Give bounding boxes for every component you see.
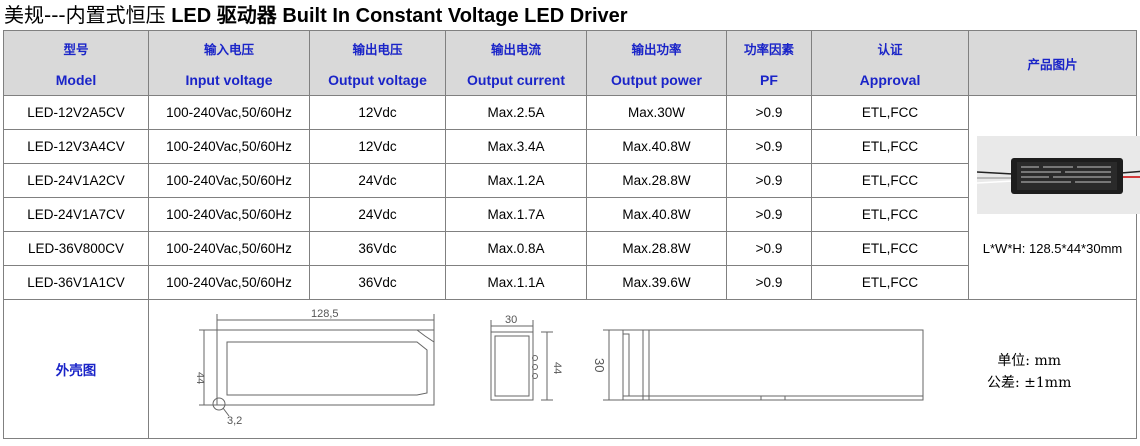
led-driver-photo [977, 136, 1140, 214]
cell-output-power: Max.28.8W [586, 231, 727, 266]
dim-side-width-label: 30 [505, 314, 517, 326]
cell-input-voltage: 100-240Vac,50/60Hz [148, 129, 310, 164]
unit-note: 单位: mm 公差: ±1mm [987, 350, 1071, 394]
cell-model: LED-36V800CV [3, 231, 149, 266]
cell-approval: ETL,FCC [811, 95, 969, 130]
tolerance-label: 公差: ±1mm [987, 375, 1072, 391]
drawing-row: 外壳图 [3, 299, 1137, 439]
cell-output-current: Max.0.8A [445, 231, 587, 266]
table-row: LED-12V2A5CV 100-240Vac,50/60Hz 12Vdc Ma… [3, 95, 1140, 300]
cell-output-current: Max.1.1A [445, 265, 587, 300]
dim-side-height-label: 44 [551, 362, 563, 374]
cell-output-power: Max.39.6W [586, 265, 727, 300]
cell-model: LED-36V1A1CV [3, 265, 149, 300]
cell-pf: >0.9 [726, 197, 812, 232]
cell-output-power: Max.40.8W [586, 197, 727, 232]
cell-approval: ETL,FCC [811, 129, 969, 164]
page-title: 美规---内置式恒压 LED 驱动器 Built In Constant Vol… [4, 2, 628, 28]
table-row: LED-24V1A7CV 100-240Vac,50/60Hz 24Vdc Ma… [3, 197, 1137, 232]
cell-output-voltage: 36Vdc [309, 231, 446, 266]
cell-input-voltage: 100-240Vac,50/60Hz [148, 197, 310, 232]
cell-approval: ETL,FCC [811, 197, 969, 232]
cell-output-voltage: 12Vdc [309, 129, 446, 164]
cell-output-voltage: 24Vdc [309, 197, 446, 232]
cell-input-voltage: 100-240Vac,50/60Hz [148, 231, 310, 266]
cell-output-current: Max.1.2A [445, 163, 587, 198]
cell-pf: >0.9 [726, 129, 812, 164]
product-photo-cell: L*W*H: 128.5*44*30mm [968, 95, 1140, 300]
cell-model: LED-24V1A2CV [3, 163, 149, 198]
cell-model: LED-12V3A4CV [3, 129, 149, 164]
dim-length-label: 128,5 [311, 308, 339, 320]
header-product-photo: 产品图片 [968, 30, 1137, 96]
table-row: LED-12V3A4CV 100-240Vac,50/60Hz 12Vdc Ma… [3, 129, 1137, 164]
cell-pf: >0.9 [726, 231, 812, 266]
table-row: LED-36V1A1CV 100-240Vac,50/60Hz 36Vdc Ma… [3, 265, 1137, 300]
dim-width-label: 44 [194, 372, 206, 384]
cell-output-current: Max.3.4A [445, 129, 587, 164]
cell-output-voltage: 12Vdc [309, 95, 446, 130]
cell-input-voltage: 100-240Vac,50/60Hz [148, 163, 310, 198]
shell-drawing-cell: 128,5 44 3,2 30 44 30 单位: mm 公差: ±1mm [148, 299, 1137, 439]
cell-pf: >0.9 [726, 95, 812, 130]
shell-drawing: 128,5 44 3,2 30 44 30 [194, 308, 924, 427]
dim-front-height-label: 30 [592, 358, 607, 372]
cell-output-power: Max.40.8W [586, 129, 727, 164]
cell-pf: >0.9 [726, 265, 812, 300]
unit-label: 单位: mm [997, 353, 1062, 369]
title-en: LED 驱动器 Built In Constant Voltage LED Dr… [165, 5, 628, 27]
cell-model: LED-24V1A7CV [3, 197, 149, 232]
cell-output-current: Max.1.7A [445, 197, 587, 232]
cell-model: LED-12V2A5CV [3, 95, 149, 130]
title-cn: 美规---内置式恒压 [4, 3, 166, 27]
dimensions-text: L*W*H: 128.5*44*30mm [982, 241, 1123, 256]
cell-approval: ETL,FCC [811, 231, 969, 266]
shell-drawing-label: 外壳图 [3, 299, 149, 439]
cell-output-current: Max.2.5A [445, 95, 587, 130]
cell-output-voltage: 36Vdc [309, 265, 446, 300]
cell-output-power: Max.28.8W [586, 163, 727, 198]
cell-pf: >0.9 [726, 163, 812, 198]
cell-output-power: Max.30W [586, 95, 727, 130]
cell-approval: ETL,FCC [811, 163, 969, 198]
dim-radius-label: 3,2 [227, 415, 242, 427]
table-row: LED-24V1A2CV 100-240Vac,50/60Hz 24Vdc Ma… [3, 163, 1137, 198]
cell-approval: ETL,FCC [811, 265, 969, 300]
table-row: LED-36V800CV 100-240Vac,50/60Hz 36Vdc Ma… [3, 231, 1137, 266]
cell-output-voltage: 24Vdc [309, 163, 446, 198]
cell-input-voltage: 100-240Vac,50/60Hz [148, 95, 310, 130]
cell-input-voltage: 100-240Vac,50/60Hz [148, 265, 310, 300]
